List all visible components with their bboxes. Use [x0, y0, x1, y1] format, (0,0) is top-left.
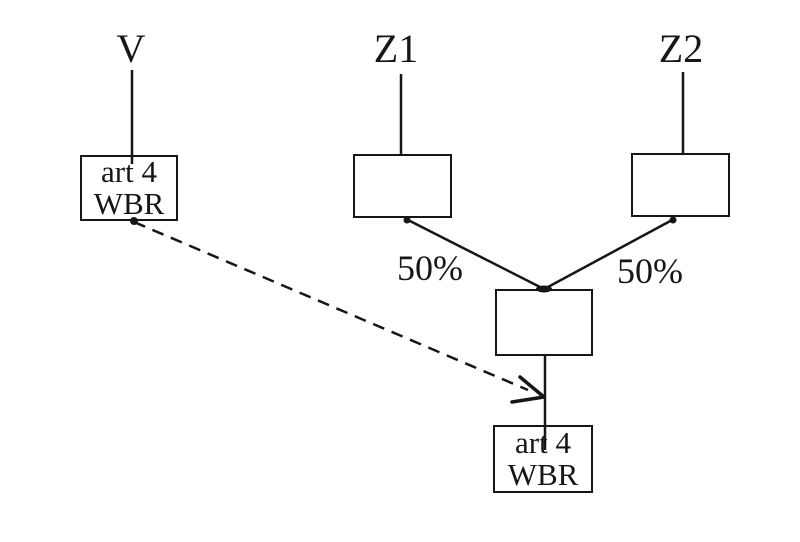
z1-entity-box — [353, 154, 452, 218]
result-entity-box-line2: WBR — [507, 457, 579, 492]
v-entity-box-line2: WBR — [93, 186, 165, 221]
edge-label-z1-50pct: 50% — [397, 248, 463, 288]
dashed-arrowhead — [510, 375, 546, 404]
v-entity-box-line1: art 4 — [101, 154, 157, 189]
edge-origin-dot-z2 — [669, 216, 677, 224]
shareholder-label-v: V — [116, 26, 146, 71]
result-entity-box-line1: art 4 — [515, 425, 571, 460]
shareholder-label-z2: Z2 — [658, 26, 704, 71]
edge-v-dashed-arrow — [133, 220, 529, 392]
result-entity-box: art 4 WBR — [493, 425, 593, 493]
shareholder-label-z1: Z1 — [373, 26, 419, 71]
z2-entity-box — [631, 153, 730, 217]
edge-label-z2-50pct: 50% — [617, 251, 683, 291]
v-entity-box: art 4 WBR — [80, 155, 178, 221]
joint-holding-box — [495, 289, 593, 356]
